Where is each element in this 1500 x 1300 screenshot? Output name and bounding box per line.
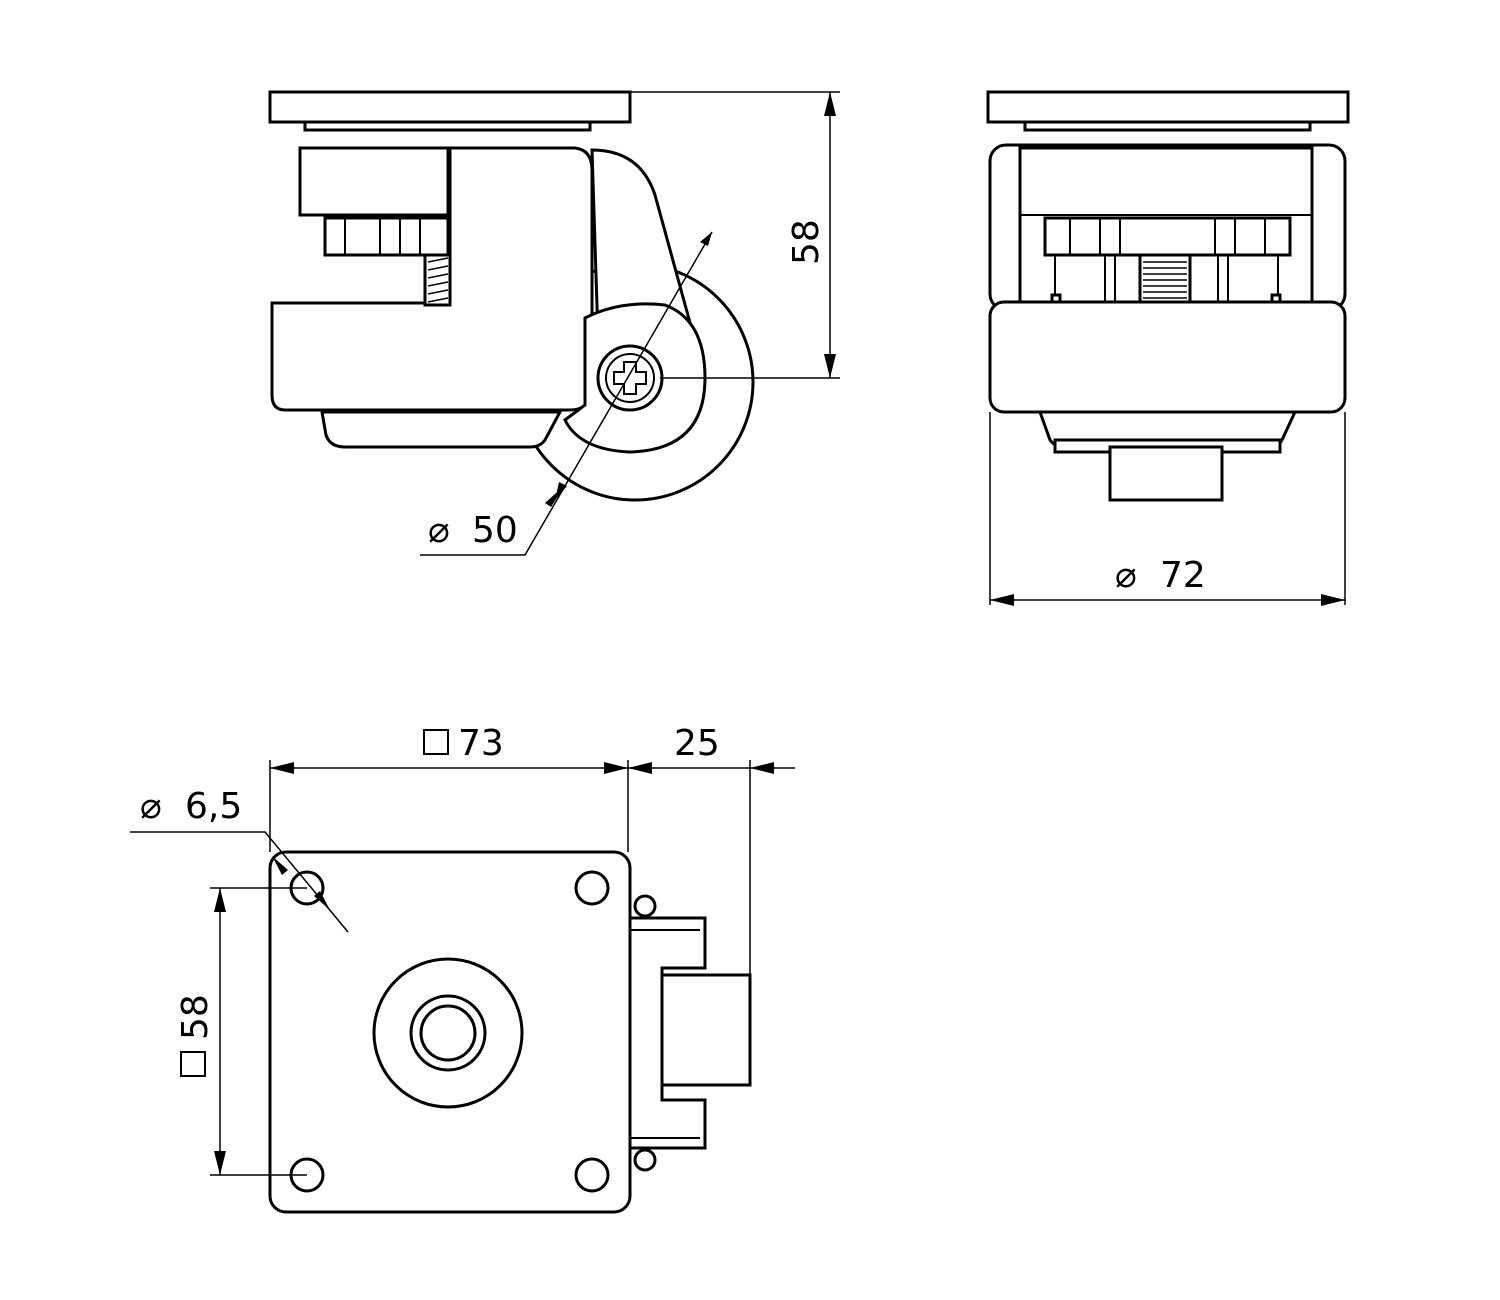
housing-lower bbox=[988, 300, 1347, 414]
side-foot bbox=[660, 973, 752, 1087]
foot-pad bbox=[1108, 445, 1224, 502]
front-top-plate bbox=[986, 90, 1350, 124]
hole-diameter-symbol: ⌀ bbox=[140, 786, 162, 827]
plate-dim-label: 73 bbox=[458, 723, 504, 764]
wheel-diameter-label: 50 bbox=[472, 510, 518, 551]
wheel-diameter-symbol: ⌀ bbox=[428, 510, 450, 551]
thread bbox=[423, 253, 452, 307]
width-diameter-symbol: ⌀ bbox=[1115, 555, 1137, 596]
height-dim-label: 58 bbox=[786, 219, 827, 265]
side-view: 58 ⌀ 50 bbox=[268, 90, 840, 556]
phillips-cross-icon bbox=[613, 361, 647, 395]
foot bbox=[320, 410, 563, 449]
front-view: ⌀ 72 bbox=[986, 90, 1350, 606]
offset-dim-label: 25 bbox=[674, 723, 720, 764]
hole-spacing-label: 58 bbox=[175, 994, 216, 1040]
adjust-block bbox=[298, 146, 450, 217]
square-symbol-icon bbox=[423, 729, 449, 755]
hex-nut bbox=[323, 216, 450, 257]
top-view: 73 25 ⌀ 6,5 58 bbox=[130, 723, 795, 1214]
front-hex-nut bbox=[1043, 216, 1292, 257]
mount-hole bbox=[574, 1157, 610, 1193]
side-bracket bbox=[628, 916, 707, 1150]
width-diameter-label: 72 bbox=[1160, 555, 1206, 596]
plate-band bbox=[303, 120, 592, 132]
top-plate bbox=[268, 90, 632, 124]
axle-screw bbox=[596, 344, 664, 412]
mount-hole bbox=[574, 870, 610, 906]
square-symbol-icon bbox=[180, 1051, 206, 1077]
hole-diameter-label: 6,5 bbox=[185, 786, 242, 827]
